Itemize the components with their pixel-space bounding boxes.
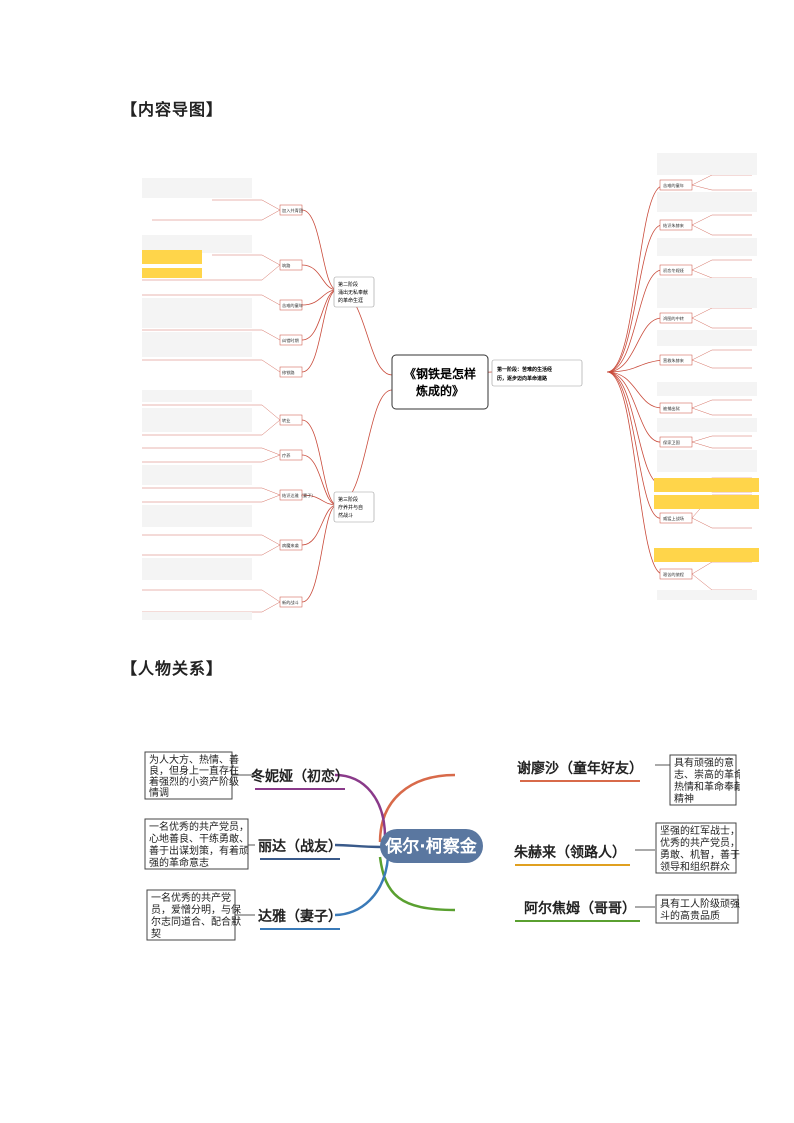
left-topic: 疗养 [282, 452, 291, 459]
left-topic: 转业 [282, 417, 290, 424]
right-topic: 被捕出狱 [663, 405, 681, 412]
left-person-nodes: 冬妮娅（初恋） 丽达（战友） 达雅（妻子） [251, 768, 349, 930]
note-line: 热情和革命奉献 [674, 780, 740, 793]
note-line: 情调 [149, 786, 169, 799]
right-note-boxes: 具有顽强的意 志、崇高的革命 热情和革命奉献 精神 坚强的红军战士， 优秀的共产… [655, 754, 740, 924]
right-topic: 苦难的童年 [663, 182, 684, 189]
center-title-line1: 《钢铁是怎样 [404, 366, 476, 381]
stage3-node: 第三阶段 疗养并与自 然战斗 [333, 491, 375, 523]
stage1-node: 第一阶段：苦难的生活经 历，逐步迈向革命道路 [491, 359, 583, 387]
person-name: 谢廖沙（童年好友） [517, 760, 643, 777]
left-topic: 结识达雅（妻子） [282, 492, 316, 499]
svg-text:然战斗: 然战斗 [338, 512, 353, 519]
note-line: 具有顽强的意 [674, 756, 734, 769]
svg-text:疗养并与自: 疗养并与自 [338, 504, 363, 511]
note-line: 一名优秀的共产党员， [149, 820, 249, 833]
note-line: 为人大方、热情、善 [149, 753, 239, 766]
right-topic: 结识朱赫来 [663, 222, 685, 229]
mind-map-center: 《钢铁是怎样 炼成的》 [391, 354, 489, 410]
svg-text:第二阶段: 第二阶段 [338, 281, 358, 288]
person-name: 丽达（战友） [258, 838, 342, 855]
left-note-boxes: 为人大方、热情、善 良，但身上一直存在 着强烈的小资产阶级 情调 一名优秀的共产… [144, 751, 249, 941]
left-topic: 加入共青团 [282, 207, 303, 214]
note-line: 心地善良、干练勇敢、 [149, 832, 249, 845]
character-relations: 保尔·柯察金 冬妮娅（初恋） 丽达（战友） 达雅（妻子） 谢廖沙（童年好友） 朱… [144, 751, 740, 941]
stage2-node: 第二阶段 涌出无私奉献 的革命生涯 [333, 276, 375, 308]
svg-text:第一阶段：苦难的生活经: 第一阶段：苦难的生活经 [497, 366, 552, 373]
person-name: 朱赫来（领路人） [514, 844, 626, 861]
right-detail-text [654, 153, 759, 600]
note-line: 良，但身上一直存在 [149, 764, 239, 777]
content-map-heading: 【内容导图】 [121, 100, 224, 119]
svg-text:的革命生涯: 的革命生涯 [338, 297, 363, 304]
mind-map-links [301, 185, 663, 603]
right-topic: 初恋冬妮娅 [663, 267, 684, 274]
note-line: 志、崇高的革命 [674, 768, 740, 781]
note-line: 尔志同道合、配合默 [151, 915, 241, 928]
note-line: 勇敢、机智，善于 [660, 848, 740, 861]
note-line: 具有工人阶级顽强奋 [660, 897, 740, 910]
note-line: 精神 [674, 792, 694, 805]
relation-note-links [230, 764, 670, 916]
person-name: 阿尔焦姆（哥哥） [524, 900, 636, 917]
note-line: 员，爱憎分明，与保 [151, 903, 241, 916]
right-person-nodes: 谢廖沙（童年好友） 朱赫来（领路人） 阿尔焦姆（哥哥） [514, 760, 643, 922]
right-topic: 鸿图的中转 [663, 315, 684, 322]
left-topic: 病魔来袭 [282, 542, 300, 549]
left-topic: 筑路 [282, 262, 291, 269]
mind-map: 《钢铁是怎样 炼成的》 第一阶段：苦难的生活经 历，逐步迈向革命道路 第二阶段 … [142, 153, 759, 620]
right-topic: 威猛上战场 [663, 515, 684, 522]
note-line: 一名优秀的共产党 [151, 891, 231, 904]
svg-text:历，逐步迈向革命道路: 历，逐步迈向革命道路 [497, 375, 548, 382]
person-name: 冬妮娅（初恋） [251, 768, 349, 785]
left-topic: 新的战斗 [282, 599, 299, 606]
right-topic: 营救朱赫来 [663, 357, 685, 364]
note-line: 斗的高贵品质 [660, 909, 720, 922]
relations-heading: 【人物关系】 [121, 659, 224, 678]
note-line: 着强烈的小资产阶级 [149, 775, 239, 788]
left-topic: 苦难的童年 [282, 302, 303, 309]
note-line: 优秀的共产党员， [660, 836, 740, 849]
hub-node: 保尔·柯察金 [380, 829, 483, 863]
left-topic: 纠错时期 [282, 337, 299, 344]
note-line: 强的革命意志 [149, 856, 209, 869]
right-topic: 艰苦的旅程 [663, 571, 685, 578]
center-title-line2: 炼成的》 [416, 383, 464, 398]
note-line: 契 [151, 927, 161, 940]
note-line: 坚强的红军战士， [660, 824, 740, 837]
left-topic: 修铁路 [282, 369, 295, 376]
hub-name: 保尔·柯察金 [384, 836, 477, 857]
note-line: 善于出谋划策，有着顽 [149, 844, 249, 857]
note-line: 领导和组织群众 [660, 860, 730, 873]
svg-text:第三阶段: 第三阶段 [338, 496, 358, 503]
svg-text:涌出无私奉献: 涌出无私奉献 [338, 289, 368, 296]
person-name: 达雅（妻子） [258, 908, 342, 925]
right-topic: 保家卫国 [663, 439, 680, 446]
left-topic-nodes: 加入共青团 筑路 苦难的童年 纠错时期 修铁路 转业 疗养 结识达雅（妻子） 病… [279, 204, 316, 608]
left-detail-text [142, 178, 252, 620]
